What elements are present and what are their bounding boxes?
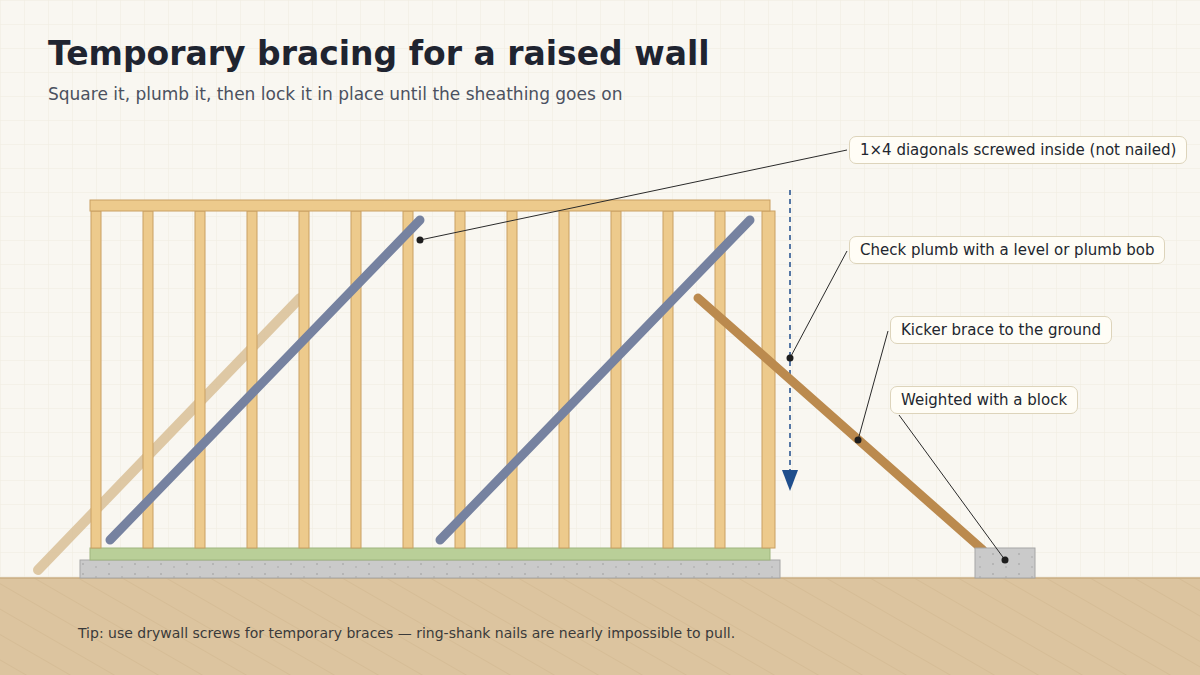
top-plate	[90, 200, 770, 211]
studs	[91, 211, 775, 548]
sill-plate	[90, 548, 770, 560]
ground-hatch	[0, 578, 1200, 675]
plumb-arrow	[782, 470, 798, 491]
callout-box: Kicker brace to the ground	[890, 316, 1112, 344]
ground	[0, 578, 1200, 675]
title: Temporary bracing for a raised wall	[48, 34, 710, 73]
ghost-brace	[38, 298, 300, 570]
diagonal-brace	[440, 220, 750, 540]
callout-text: Weighted with a block	[901, 391, 1067, 409]
callout-box: Check plumb with a level or plumb bob	[849, 236, 1165, 264]
diagonal-brace	[110, 220, 420, 540]
callout-text: Kicker brace to the ground	[901, 321, 1101, 339]
tip-note: Tip: use drywall screws for temporary br…	[78, 625, 735, 641]
callout-box: Weighted with a block	[890, 386, 1078, 414]
weight-block	[975, 548, 1035, 578]
callout-text: Check plumb with a level or plumb bob	[860, 241, 1154, 259]
leader-lines	[420, 150, 1005, 560]
slab	[80, 560, 780, 578]
subtitle: Square it, plumb it, then lock it in pla…	[48, 84, 622, 104]
callout-text: 1×4 diagonals screwed inside (not nailed…	[860, 141, 1176, 159]
plumb-line	[789, 190, 791, 475]
callout-box: 1×4 diagonals screwed inside (not nailed…	[849, 136, 1187, 164]
